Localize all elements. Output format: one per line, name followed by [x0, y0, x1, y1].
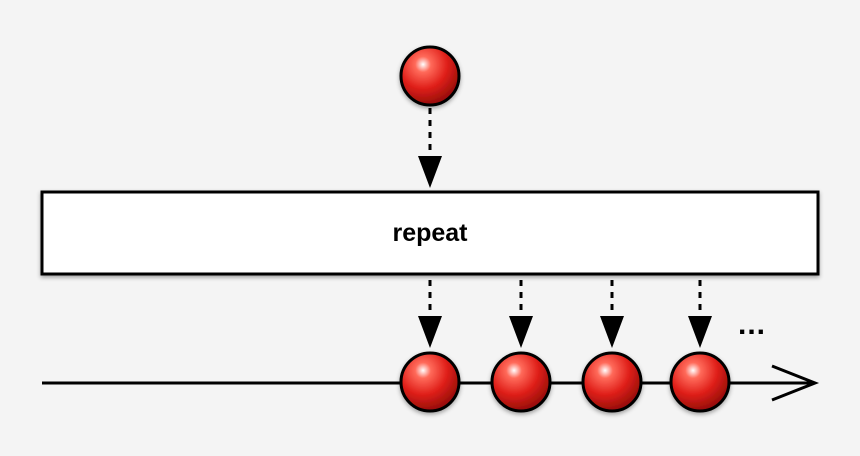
output-dashed-arrow: [418, 280, 442, 348]
continuation-ellipsis: ...: [738, 308, 767, 341]
output-marble: [581, 351, 643, 413]
operator-box: [40, 190, 820, 276]
output-marble: [399, 351, 461, 413]
output-dashed-arrow: [600, 280, 624, 348]
dashed-arrow-icon: [418, 156, 442, 188]
input-marble: [399, 45, 461, 107]
output-dashed-arrow: [688, 280, 712, 348]
output-dashed-arrow: [509, 280, 533, 348]
timeline-arrow-icon: [771, 364, 820, 402]
input-dashed-arrow: [418, 108, 442, 188]
output-marble: [490, 351, 552, 413]
output-marble: [669, 351, 731, 413]
